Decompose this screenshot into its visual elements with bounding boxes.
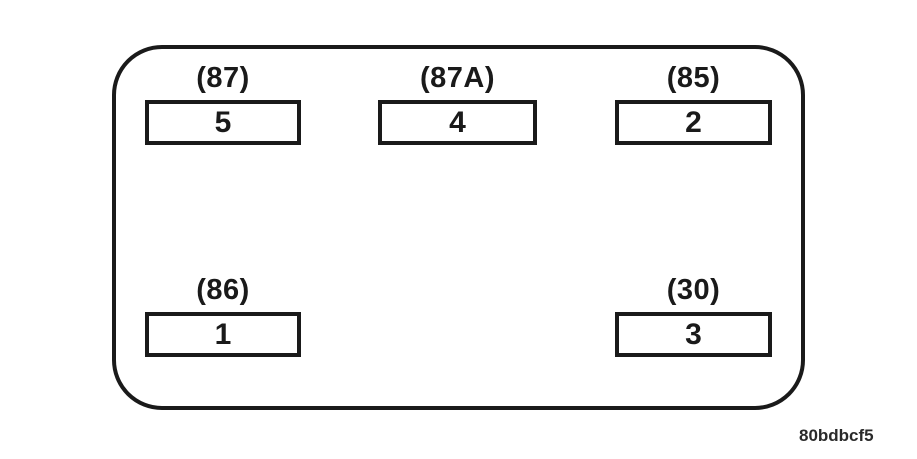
cavity-box-30: 3 — [615, 312, 772, 357]
pin-group-86: (86) 1 — [145, 273, 301, 357]
pin-group-85: (85) 2 — [615, 61, 772, 145]
cavity-number-86: 1 — [214, 317, 232, 351]
figure-code: 80bdbcf5 — [799, 426, 874, 445]
cavity-number-87: 5 — [214, 105, 232, 139]
terminal-label-87a: (87A) — [419, 62, 495, 94]
cavity-box-85: 2 — [615, 100, 772, 145]
terminal-label-30: (30) — [666, 274, 721, 306]
pin-group-30: (30) 3 — [615, 273, 772, 357]
cavity-box-87a: 4 — [378, 100, 537, 145]
pin-group-87: (87) 5 — [145, 61, 301, 145]
pin-group-87a: (87A) 4 — [378, 61, 537, 145]
cavity-number-30: 3 — [685, 317, 702, 351]
terminal-label-86: (86) — [196, 274, 250, 306]
cavity-number-87a: 4 — [449, 105, 466, 139]
terminal-label-85: (85) — [666, 62, 721, 94]
terminal-label-87: (87) — [196, 62, 250, 94]
cavity-number-85: 2 — [685, 105, 702, 139]
cavity-box-86: 1 — [145, 312, 301, 357]
cavity-box-87: 5 — [145, 100, 301, 145]
